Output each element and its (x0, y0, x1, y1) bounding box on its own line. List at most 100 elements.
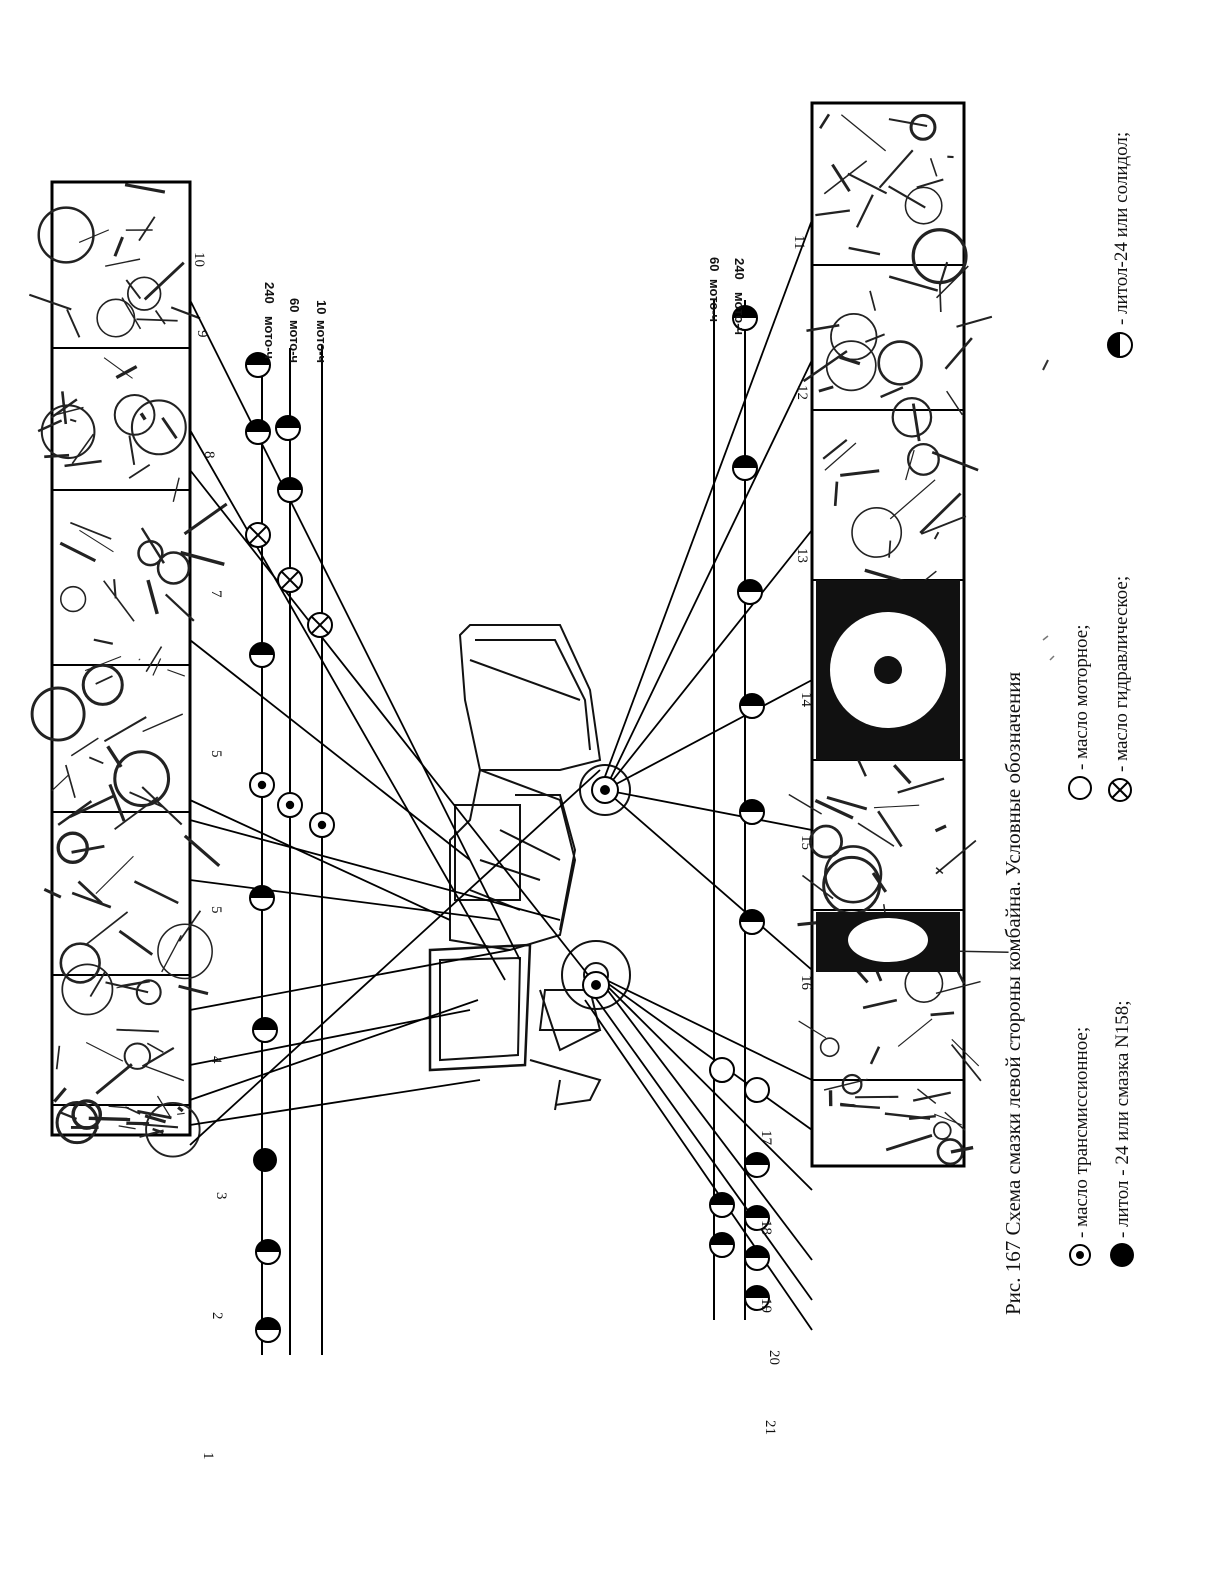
schedule-240-left: 240 (262, 282, 277, 304)
photo-sketch-stroke (929, 157, 938, 177)
lube-point-half-fill (745, 1206, 769, 1218)
photo-sketch-stroke (877, 810, 903, 848)
lube-point-open (744, 1077, 770, 1103)
right-item-number-text: 18 (758, 1220, 774, 1235)
lube-point-solid (253, 1148, 277, 1172)
photo-sketch-stroke (873, 804, 920, 809)
photo-sketch-stroke (55, 1101, 99, 1145)
photo-sketch-stroke (819, 1037, 840, 1058)
photo-sketch-stroke (79, 529, 114, 553)
photo-sketch-stroke (825, 340, 877, 392)
photo-sketch-stroke (951, 1038, 980, 1067)
photo-sketch-stroke (103, 716, 147, 743)
photo-sketch-stroke (77, 880, 103, 905)
leader-line (604, 789, 813, 831)
photo-sketch-stroke (797, 921, 818, 927)
photo-sketch-stroke (144, 1065, 185, 1082)
left-item-number: 5 (208, 906, 224, 914)
lube-point-half-fill (710, 1233, 734, 1245)
photo-sketch-stroke (128, 435, 136, 466)
photo-sketch-stroke (946, 390, 963, 416)
leader-line (604, 529, 813, 791)
lube-point-solid-fill (253, 1148, 277, 1172)
left-item-number-text: 3 (213, 1192, 229, 1200)
photo-sketch-stroke (69, 794, 115, 819)
lube-point-half-fill (256, 1240, 280, 1252)
photo-sketch-stroke (931, 451, 979, 472)
photo-sketch-stroke (897, 777, 945, 794)
left-item-number-text: 2 (209, 1312, 225, 1320)
lube-point-open (709, 1057, 735, 1083)
photo-sketch-stroke (830, 313, 878, 361)
schedule-10-left-unit: мото-ч (314, 320, 329, 363)
photo-sketch-stroke (96, 298, 136, 338)
left-item-number-text: 9 (194, 330, 210, 338)
photo-sketch-stroke (824, 845, 883, 904)
legend-litol-158: - литол - 24 или смазка N158; (1112, 1000, 1133, 1238)
legend-litol-solid-icon (1110, 1243, 1134, 1267)
photo-sketch-stroke (848, 246, 881, 256)
photo-sketch-stroke (154, 310, 166, 325)
leader-line (189, 639, 471, 861)
photo-sketch-stroke (814, 798, 854, 820)
photo-sketch-stroke (28, 293, 72, 311)
photo-sketch-stroke (938, 261, 949, 286)
photo-sketch-stroke (121, 297, 142, 330)
right-item-number: 16 (798, 975, 814, 991)
photo-sketch-stroke (136, 1109, 172, 1120)
lube-point-half-fill (740, 694, 764, 706)
photo-sketch-stroke (851, 507, 903, 558)
leader-line (189, 1009, 471, 1066)
left-item-number-text: 5 (208, 750, 224, 758)
photo-sketch-stroke (50, 398, 78, 419)
photo-sketch-stroke (142, 713, 184, 733)
photo-sketch-stroke (183, 834, 221, 868)
photo-sketch-stroke (70, 737, 99, 757)
hub-marker-center (600, 785, 610, 795)
photo-sketch-stroke (888, 275, 939, 292)
right-schedule-labels: 60 мото-ч 240 мото-ч (707, 257, 747, 335)
leader-line (604, 789, 813, 971)
lube-point-half-fill (246, 420, 270, 432)
photo-sketch-stroke (891, 396, 933, 438)
photo-sketch-stroke (130, 399, 187, 456)
right-item-number: 11 (791, 235, 807, 249)
schedule-240-right: 240 (732, 258, 747, 280)
leader-line (189, 429, 506, 981)
photo-sketch-stroke (59, 585, 87, 613)
photo-sketch-stroke (161, 934, 182, 973)
lube-point-half (744, 1205, 770, 1231)
leader-line (604, 679, 813, 791)
right-item-number-text: 16 (798, 975, 814, 991)
photo-sketch-stroke (818, 385, 834, 393)
lube-point-dot-center (257, 780, 267, 790)
photo-sketch-stroke (938, 282, 942, 313)
right-item-number: 13 (794, 548, 810, 563)
photo-sketch-stroke (126, 276, 162, 311)
photo-sketch-stroke (108, 783, 126, 822)
photo-sketch-stroke (145, 1102, 201, 1158)
lube-point-half-fill (740, 800, 764, 812)
photo-sketch-stroke (139, 412, 147, 421)
left-item-number-text: 4 (208, 1056, 224, 1064)
lube-point-cross-stroke (280, 570, 300, 590)
left-item-number: 3 (213, 1192, 229, 1200)
photo-sketch-stroke (95, 855, 134, 895)
photo-sketch-stroke (167, 669, 185, 677)
photo-sketch-stroke (136, 318, 178, 322)
scan-mark (1042, 359, 1049, 371)
lube-point-half (744, 1245, 770, 1271)
photo-sketch-stroke (124, 183, 166, 194)
photo-sketch-stroke (113, 394, 156, 436)
photo-sketch-stroke (129, 791, 164, 808)
right-item-number: 20 (766, 1350, 782, 1365)
lube-point-half-fill (276, 416, 300, 428)
photo-sketch-stroke (823, 160, 868, 195)
photo-sketch-stroke (172, 477, 180, 502)
photo-sketch-stroke (128, 464, 151, 479)
photo-sketch-stroke (869, 290, 877, 311)
photo-sketch-stroke (164, 593, 195, 622)
photo-sketch-stroke (84, 911, 129, 946)
photo-sketch-stroke (152, 658, 162, 676)
